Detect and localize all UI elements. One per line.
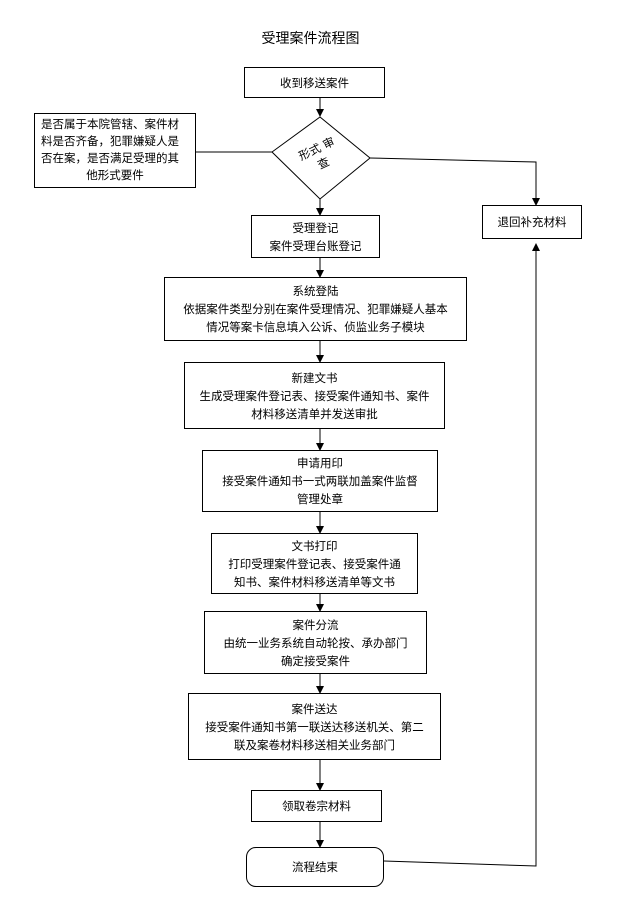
deliver-line-1: 案件送达 [291,701,338,716]
node-receive: 收到移送案件 [244,67,385,98]
diagram-title: 受理案件流程图 [261,31,360,47]
arrow-end-to-return [383,243,540,867]
note-line-1: 是否属于本院管辖、案件材 [41,117,179,131]
note-line-2: 料是否齐备，犯罪嫌疑人是 [41,134,179,148]
apply-seal-line-3: 管理处章 [297,492,343,506]
note-line-3: 否在案，是否满足受理的其 [41,151,179,165]
node-receive-label: 收到移送案件 [280,75,349,90]
new-doc-line-2: 生成受理案件登记表、接受案件通知书、案件 [199,388,430,403]
node-end-label: 流程结束 [292,860,338,874]
new-doc-line-3: 材料移送清单并发送审批 [251,406,378,421]
deliver-line-3: 联及案卷材料移送相关业务部门 [234,737,395,752]
apply-seal-line-2: 接受案件通知书一式两联加盖案件监督 [222,474,418,488]
print-doc-line-3: 知书、案件材料移送清单等文书 [234,574,395,589]
node-apply-seal: 申请用印 接受案件通知书一式两联加盖案件监督 管理处章 [202,450,438,512]
register-line-1: 受理登记 [292,220,339,235]
node-system-login: 系统登陆 依据案件类型分别在案件受理情况、犯罪嫌疑人基本 情况等案卡信息填入公诉… [164,277,467,341]
new-doc-line-1: 新建文书 [291,370,338,385]
print-doc-line-1: 文书打印 [291,538,338,553]
distribute-line-2: 由统一业务系统自动轮按、承办部门 [223,635,408,650]
note-line-4: 他形式要件 [86,168,144,182]
node-register: 受理登记 案件受理台账登记 [251,215,380,258]
print-doc-line-2: 打印受理案件登记表、接受案件通 [228,556,401,571]
node-collect: 领取卷宗材料 [251,790,382,822]
deliver-line-2: 接受案件通知书第一联送达移送机关、第二 [205,719,424,734]
node-print-doc: 文书打印 打印受理案件登记表、接受案件通 知书、案件材料移送清单等文书 [211,533,418,594]
apply-seal-line-1: 申请用印 [297,456,343,470]
register-line-2: 案件受理台账登记 [269,238,362,253]
node-review-note: 是否属于本院管辖、案件材 料是否齐备，犯罪嫌疑人是 否在案，是否满足受理的其 他… [34,113,196,188]
node-distribute: 案件分流 由统一业务系统自动轮按、承办部门 确定接受案件 [204,611,427,674]
node-end: 流程结束 [246,847,384,887]
arrow-review-to-return [369,157,540,206]
system-login-line-3: 情况等案卡信息填入公诉、侦监业务子模块 [206,320,425,334]
system-login-line-1: 系统登陆 [292,284,339,298]
distribute-line-3: 确定接受案件 [281,653,350,668]
distribute-line-1: 案件分流 [292,617,339,632]
node-new-doc: 新建文书 生成受理案件登记表、接受案件通知书、案件 材料移送清单并发送审批 [184,362,445,429]
node-deliver: 案件送达 接受案件通知书第一联送达移送机关、第二 联及案卷材料移送相关业务部门 [188,693,441,760]
node-collect-label: 领取卷宗材料 [282,799,351,813]
node-return-label: 退回补充材料 [497,215,567,229]
system-login-line-2: 依据案件类型分别在案件受理情况、犯罪嫌疑人基本 [183,302,448,316]
node-return-materials: 退回补充材料 [482,205,582,239]
